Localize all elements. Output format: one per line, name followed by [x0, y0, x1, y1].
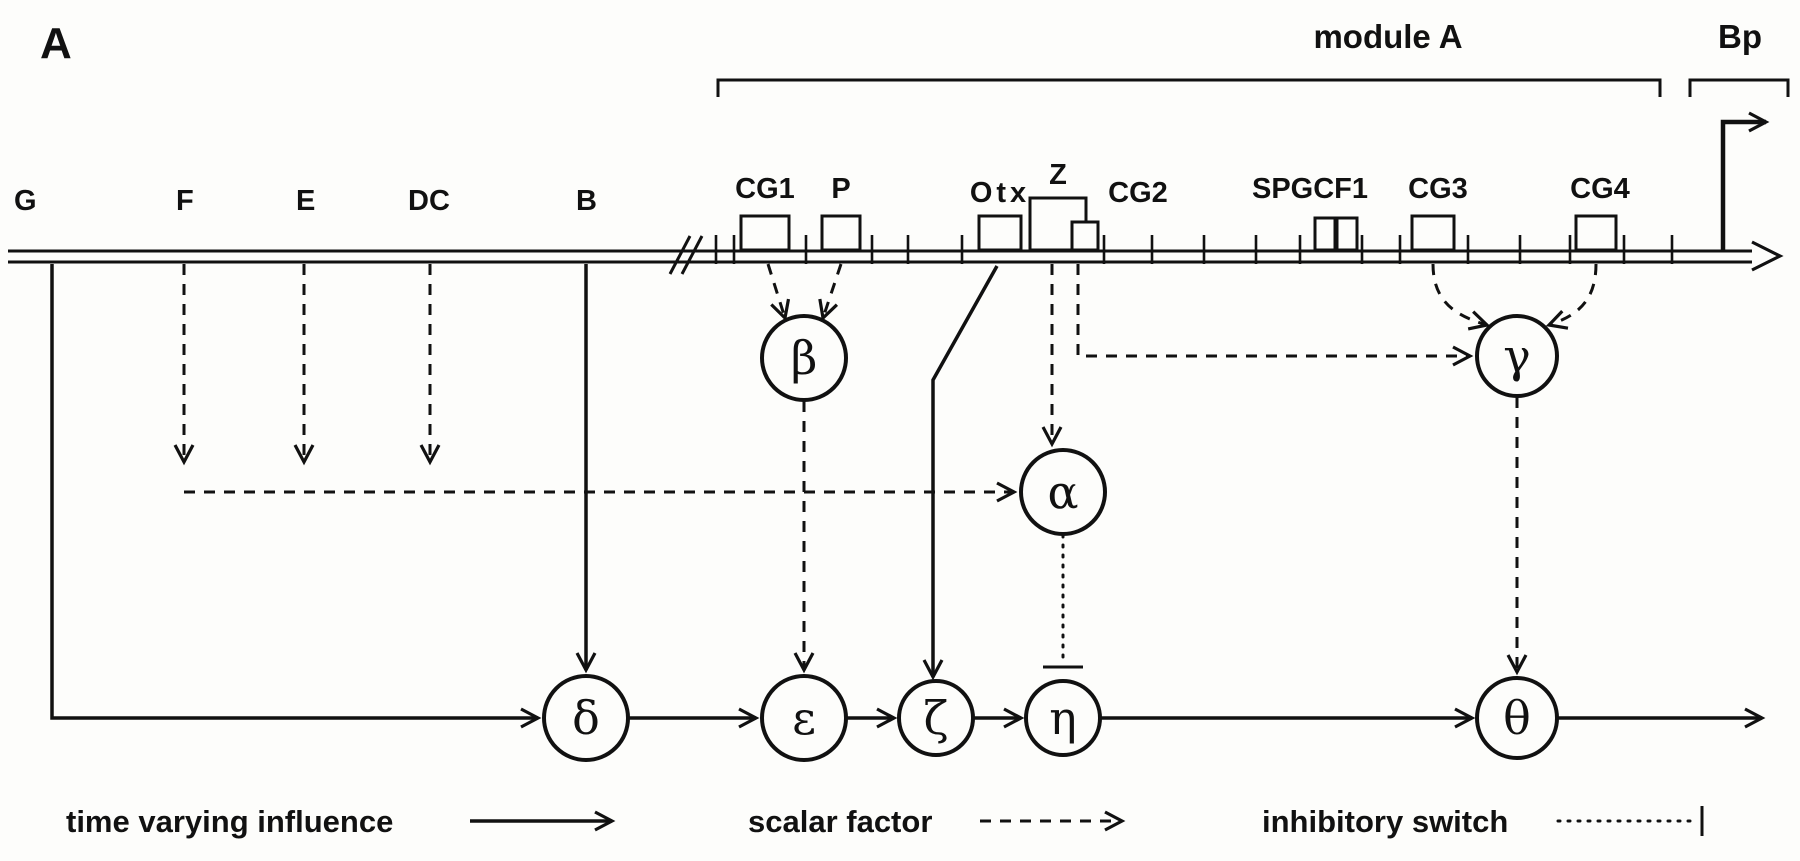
site-label-spgcf1: SPGCF1	[1252, 173, 1368, 205]
site-label-p: P	[831, 173, 850, 205]
node-alpha: α	[1019, 448, 1107, 536]
inhibitory-connector	[1043, 533, 1083, 669]
node-zeta-label: ζ	[924, 691, 949, 745]
node-beta-label: β	[791, 331, 818, 385]
node-theta: θ	[1475, 676, 1559, 760]
node-gamma-label: γ	[1503, 329, 1531, 383]
site-label-cg1: CG1	[735, 173, 795, 205]
logic-nodes: β γ α δ ε ζ η θ	[542, 314, 1559, 762]
binding-site-boxes	[739, 196, 1618, 252]
module-a-bracket	[716, 78, 1662, 97]
dna-line-arrowhead	[1751, 240, 1784, 272]
site-label-f: F	[176, 185, 194, 217]
site-label-e: E	[296, 185, 315, 217]
legend: time varying influence scalar factor inh…	[66, 804, 1704, 839]
site-label-z: Z	[1049, 159, 1067, 191]
node-eta: η	[1024, 679, 1102, 757]
legend-time-varying-label: time varying influence	[66, 804, 393, 839]
cg3-site-box	[1410, 214, 1456, 252]
panel-letter: A	[40, 19, 72, 68]
dna-tick-marks	[714, 235, 1674, 264]
module-a-bracket-group: module A	[716, 18, 1662, 97]
arrow-cg4-to-gamma	[1545, 263, 1598, 330]
site-label-cg4: CG4	[1570, 173, 1630, 205]
node-gamma: γ	[1475, 314, 1559, 398]
legend-scalar-factor-label: scalar factor	[748, 804, 932, 839]
bp-bracket	[1688, 78, 1790, 97]
arrow-p-to-beta	[818, 263, 843, 322]
site-label-cg3: CG3	[1408, 173, 1468, 205]
site-label-g: G	[14, 185, 37, 217]
z-small-site-box	[1070, 220, 1100, 252]
node-theta-label: θ	[1503, 691, 1531, 745]
node-delta-label: δ	[572, 691, 600, 745]
cg1-site-box	[739, 214, 791, 252]
node-epsilon: ε	[760, 674, 848, 762]
sp-site-box	[1313, 216, 1337, 252]
bp-label: Bp	[1718, 18, 1762, 55]
site-labels: G F E DC B CG1 P Otx Z CG2 SPGCF1 CG3 CG…	[14, 159, 1630, 217]
site-label-dc: DC	[408, 185, 450, 217]
node-alpha-label: α	[1047, 465, 1078, 519]
node-delta: δ	[542, 674, 630, 762]
node-beta: β	[760, 314, 848, 402]
site-label-b: B	[576, 185, 597, 217]
site-label-cg2: CG2	[1108, 177, 1168, 209]
dashed-connectors	[173, 263, 1598, 676]
dna-line-group	[8, 235, 1784, 275]
site-label-otx: Otx	[970, 177, 1030, 209]
node-eta-label: η	[1049, 691, 1077, 745]
dna-break-symbol	[668, 235, 704, 275]
arrow-otx-to-zeta	[922, 265, 999, 681]
p-site-box	[820, 214, 862, 252]
transcription-start-arrow	[1720, 111, 1770, 250]
cg4-site-box	[1574, 214, 1618, 252]
node-zeta: ζ	[897, 679, 975, 757]
legend-inhibitory-switch-symbol	[1556, 806, 1704, 836]
gcf1-site-box	[1335, 216, 1359, 252]
arrow-cg1-to-beta	[766, 263, 791, 322]
arrow-g-to-delta	[50, 264, 542, 729]
arrow-z-to-gamma	[1076, 264, 1474, 367]
bp-group: Bp	[1688, 18, 1790, 250]
otx-site-box	[977, 214, 1023, 252]
legend-inhibitory-switch-label: inhibitory switch	[1262, 804, 1508, 839]
node-epsilon-label: ε	[792, 691, 816, 745]
arrow-cg3-to-gamma	[1431, 263, 1491, 331]
solid-connectors	[50, 264, 1766, 729]
module-a-label: module A	[1313, 18, 1462, 55]
